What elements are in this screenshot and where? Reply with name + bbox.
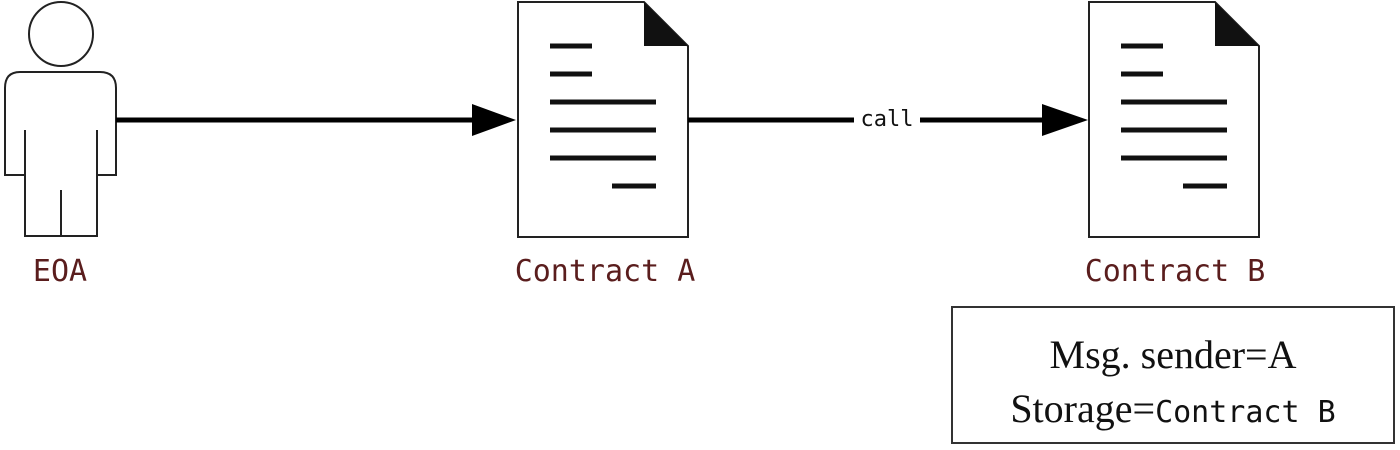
context-info-box: Msg. sender=A Storage=Contract B xyxy=(951,306,1395,444)
person-icon xyxy=(4,1,117,237)
node-label-contract-b: Contract B xyxy=(1084,254,1266,289)
storage-key: Storage= xyxy=(1010,386,1156,431)
edge-label-call: call xyxy=(854,106,920,134)
arrow-eoa-to-contract-a xyxy=(116,104,516,136)
node-label-eoa: EOA xyxy=(32,254,88,289)
document-icon xyxy=(517,1,689,238)
storage-value: Contract B xyxy=(1155,395,1336,430)
storage-line: Storage=Contract B xyxy=(953,382,1393,440)
msg-sender-key: Msg. xyxy=(1049,332,1131,377)
msg-sender-value: sender=A xyxy=(1140,332,1297,377)
document-icon xyxy=(1088,1,1260,238)
msg-sender-line: Msg. sender=A xyxy=(953,328,1393,382)
node-label-contract-a: Contract A xyxy=(514,254,696,289)
